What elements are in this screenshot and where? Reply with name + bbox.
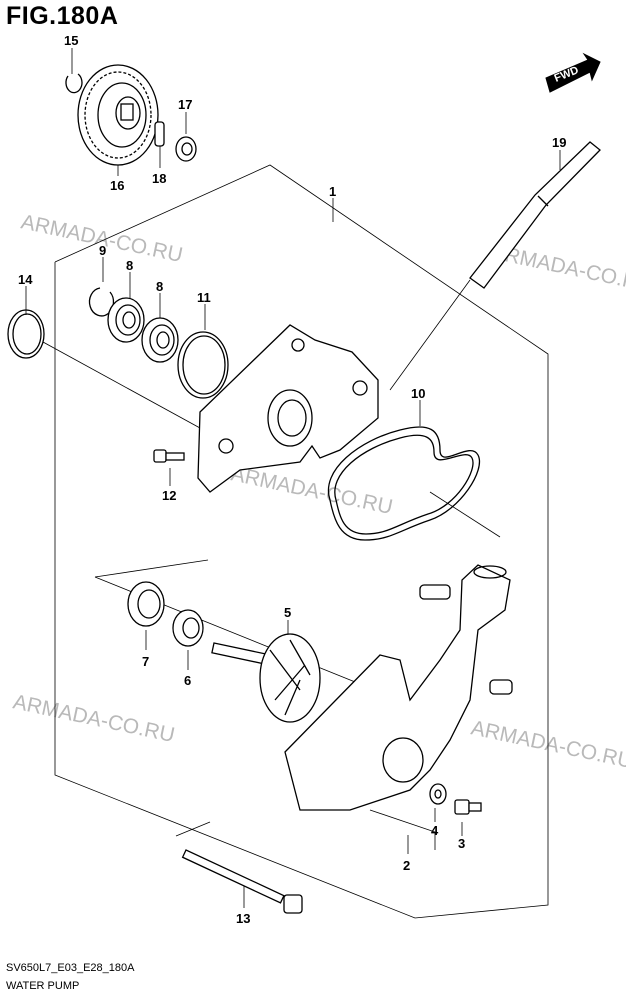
callout-10: 10 [411, 386, 425, 401]
callout-13: 13 [236, 911, 250, 926]
callouts: 1 2 3 4 5 6 7 8 8 9 10 11 12 13 14 15 16… [18, 33, 566, 926]
callout-6: 6 [184, 673, 191, 688]
callout-16: 16 [110, 178, 124, 193]
callout-1: 1 [329, 184, 336, 199]
pin-18 [154, 121, 165, 147]
bearing-8a [107, 297, 145, 343]
callout-5: 5 [284, 605, 291, 620]
callout-14: 14 [18, 272, 33, 287]
fwd-arrow-badge: FWD [545, 52, 601, 93]
callout-19: 19 [552, 135, 566, 150]
circlip-9 [88, 287, 115, 317]
bolt-13 [181, 849, 303, 914]
fwd-arrow-icon [545, 52, 601, 93]
callout-4: 4 [431, 823, 439, 838]
footer-diagram-code: SV650L7_E03_E28_180A [6, 962, 135, 974]
gasket-10 [327, 426, 481, 541]
callout-2: 2 [403, 858, 410, 873]
callout-15: 15 [64, 33, 78, 48]
bolt-12 [153, 449, 185, 463]
callout-7: 7 [142, 654, 149, 669]
callout-11: 11 [197, 290, 211, 305]
watermark-1: ARMADA-CO.RU [19, 210, 185, 267]
o-ring-14 [7, 309, 45, 359]
circlip-15 [65, 73, 83, 94]
o-ring-11 [177, 331, 229, 399]
callout-9: 9 [99, 243, 106, 258]
pump-body-2 [284, 564, 513, 811]
hose-19 [469, 141, 601, 289]
pump-cover-plate [197, 324, 379, 493]
washer-17 [175, 136, 197, 162]
oil-seal-7 [127, 581, 165, 627]
figure-title: FIG.180A [6, 2, 119, 30]
mechanical-seal-6 [172, 609, 204, 647]
callout-17: 17 [178, 97, 192, 112]
callout-8b: 8 [156, 279, 163, 294]
watermark-3: ARMADA-CO.RU [229, 462, 395, 519]
bolt-3 [454, 799, 482, 815]
footer-diagram-name: WATER PUMP [6, 980, 80, 992]
washer-4 [429, 783, 447, 805]
callout-3: 3 [458, 836, 465, 851]
bearing-8b [141, 317, 179, 363]
callout-8a: 8 [126, 258, 133, 273]
watermark-4: ARMADA-CO.RU [11, 690, 177, 747]
callout-18: 18 [152, 171, 166, 186]
impeller-5 [211, 633, 321, 723]
gear-16 [77, 64, 159, 166]
callout-12: 12 [162, 488, 176, 503]
watermark-5: ARMADA-CO.RU [469, 716, 626, 773]
